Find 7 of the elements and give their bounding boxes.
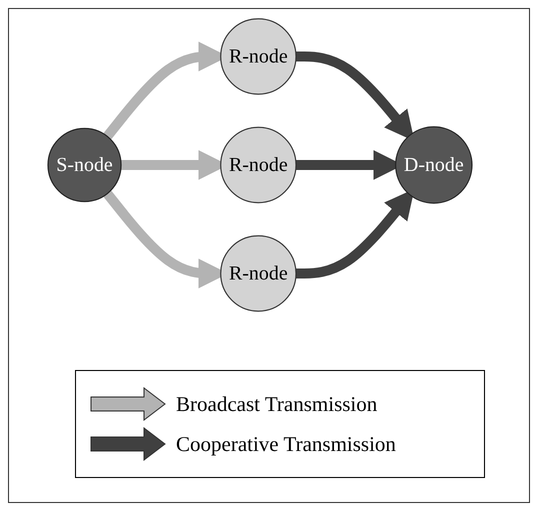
- node-circle: R-node: [220, 235, 297, 312]
- node-circle: R-node: [220, 18, 297, 95]
- legend-text: Cooperative Transmission: [176, 432, 396, 456]
- node-circle: D-node: [395, 126, 473, 204]
- node-circle: R-node: [220, 126, 297, 204]
- node-circle: S-node: [47, 128, 122, 202]
- legend-text: Broadcast Transmission: [176, 392, 378, 416]
